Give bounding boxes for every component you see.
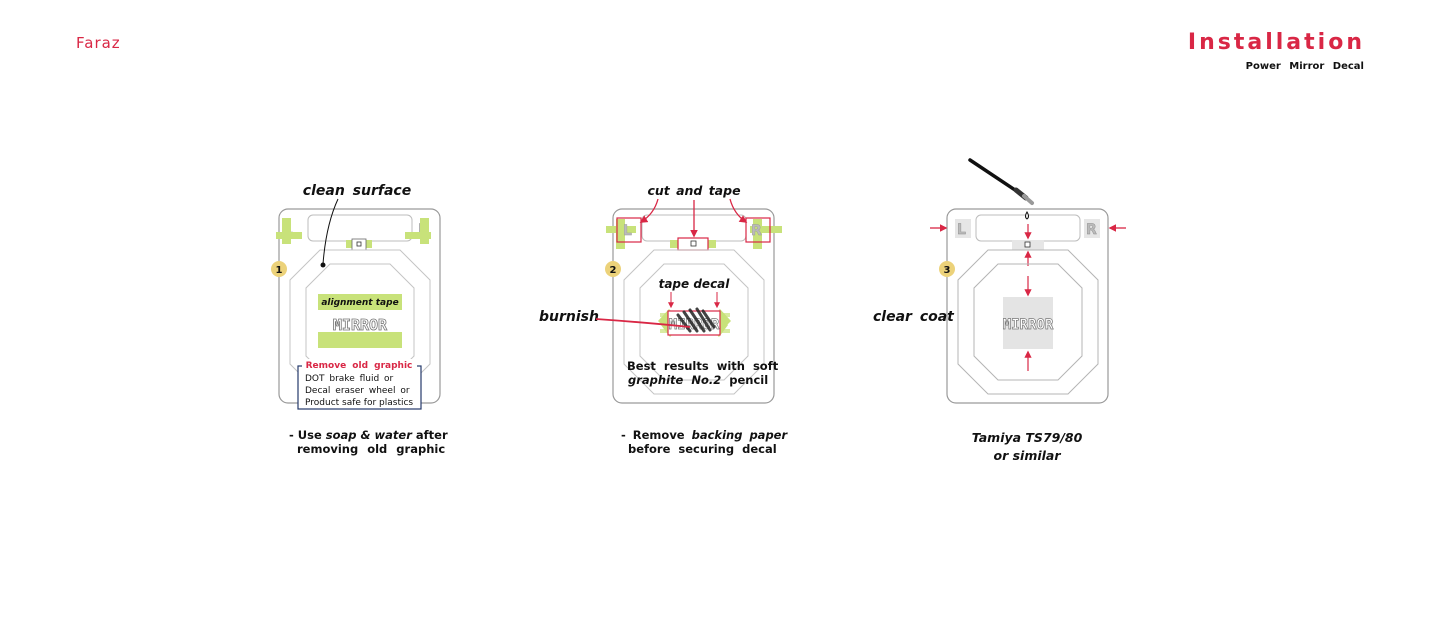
- right-key-label: R: [751, 223, 762, 239]
- step-badge: [605, 261, 621, 277]
- step-1-panel: L R alignment tape MIRROR Remove old gra…: [271, 183, 448, 456]
- remove-method-line: DOT brake fluid or: [305, 374, 394, 384]
- paint-brush-icon: [968, 158, 1020, 194]
- step-1-caption: - Use soap & water after: [289, 428, 448, 442]
- paint-drop-icon: [1025, 211, 1029, 220]
- step-2-heading: cut and tape: [647, 183, 740, 198]
- tape-decal-label: tape decal: [659, 277, 731, 291]
- hint-line: Best results with soft: [627, 359, 779, 373]
- step-1-caption-line2: removing old graphic: [297, 442, 445, 456]
- step-3-caption-line2: or similar: [993, 448, 1061, 463]
- tape-strip: [750, 226, 782, 233]
- step-2-caption-line2: before securing decal: [628, 442, 777, 456]
- step-number: 2: [610, 265, 617, 276]
- left-key-label: L: [623, 223, 632, 239]
- step-number: 1: [276, 265, 283, 276]
- step-1-heading: clean surface: [303, 183, 411, 199]
- tape-strip: [616, 219, 625, 249]
- page-title: Installation: [1187, 30, 1365, 55]
- page-subtitle: Power Mirror Decal: [1245, 61, 1364, 72]
- clear-coat-area: [1003, 297, 1053, 349]
- clear-coat-label: clear coat: [873, 309, 955, 325]
- remove-method-line: Decal eraser wheel or: [305, 386, 410, 396]
- tape-strip: [282, 218, 291, 244]
- tape-strip: [420, 218, 429, 244]
- burnish-label: burnish: [539, 309, 599, 325]
- step-number: 3: [944, 265, 951, 276]
- brand-logo: Faraz: [76, 34, 121, 52]
- step-badge: [939, 261, 955, 277]
- remove-graphic-title: Remove old graphic: [306, 361, 413, 371]
- step-3-panel: L R MIRROR clear coat 3 Tamiya TS79/80 o…: [873, 158, 1126, 463]
- hint-line-2: graphite No.2 pencil: [628, 373, 768, 387]
- step-2-panel: L R cut and tape tape decal MIRROR burni…: [539, 183, 788, 456]
- step-2-caption: - Remove backing paper: [621, 428, 788, 442]
- alignment-tape-label: alignment tape: [321, 298, 398, 308]
- mirror-label: MIRROR: [1003, 317, 1054, 333]
- tape-strip: [753, 219, 762, 249]
- left-key-label: L: [957, 222, 966, 238]
- remove-graphic-box: [297, 365, 422, 410]
- alignment-tape: [318, 294, 402, 310]
- remove-method-line: Product safe for plastics: [305, 398, 413, 408]
- alignment-tape: [318, 332, 402, 348]
- right-key-label: R: [1086, 222, 1097, 238]
- tape-strip: [405, 232, 431, 239]
- mirror-label: MIRROR: [333, 316, 388, 334]
- step-badge: [271, 261, 287, 277]
- step-3-caption: Tamiya TS79/80: [972, 430, 1083, 445]
